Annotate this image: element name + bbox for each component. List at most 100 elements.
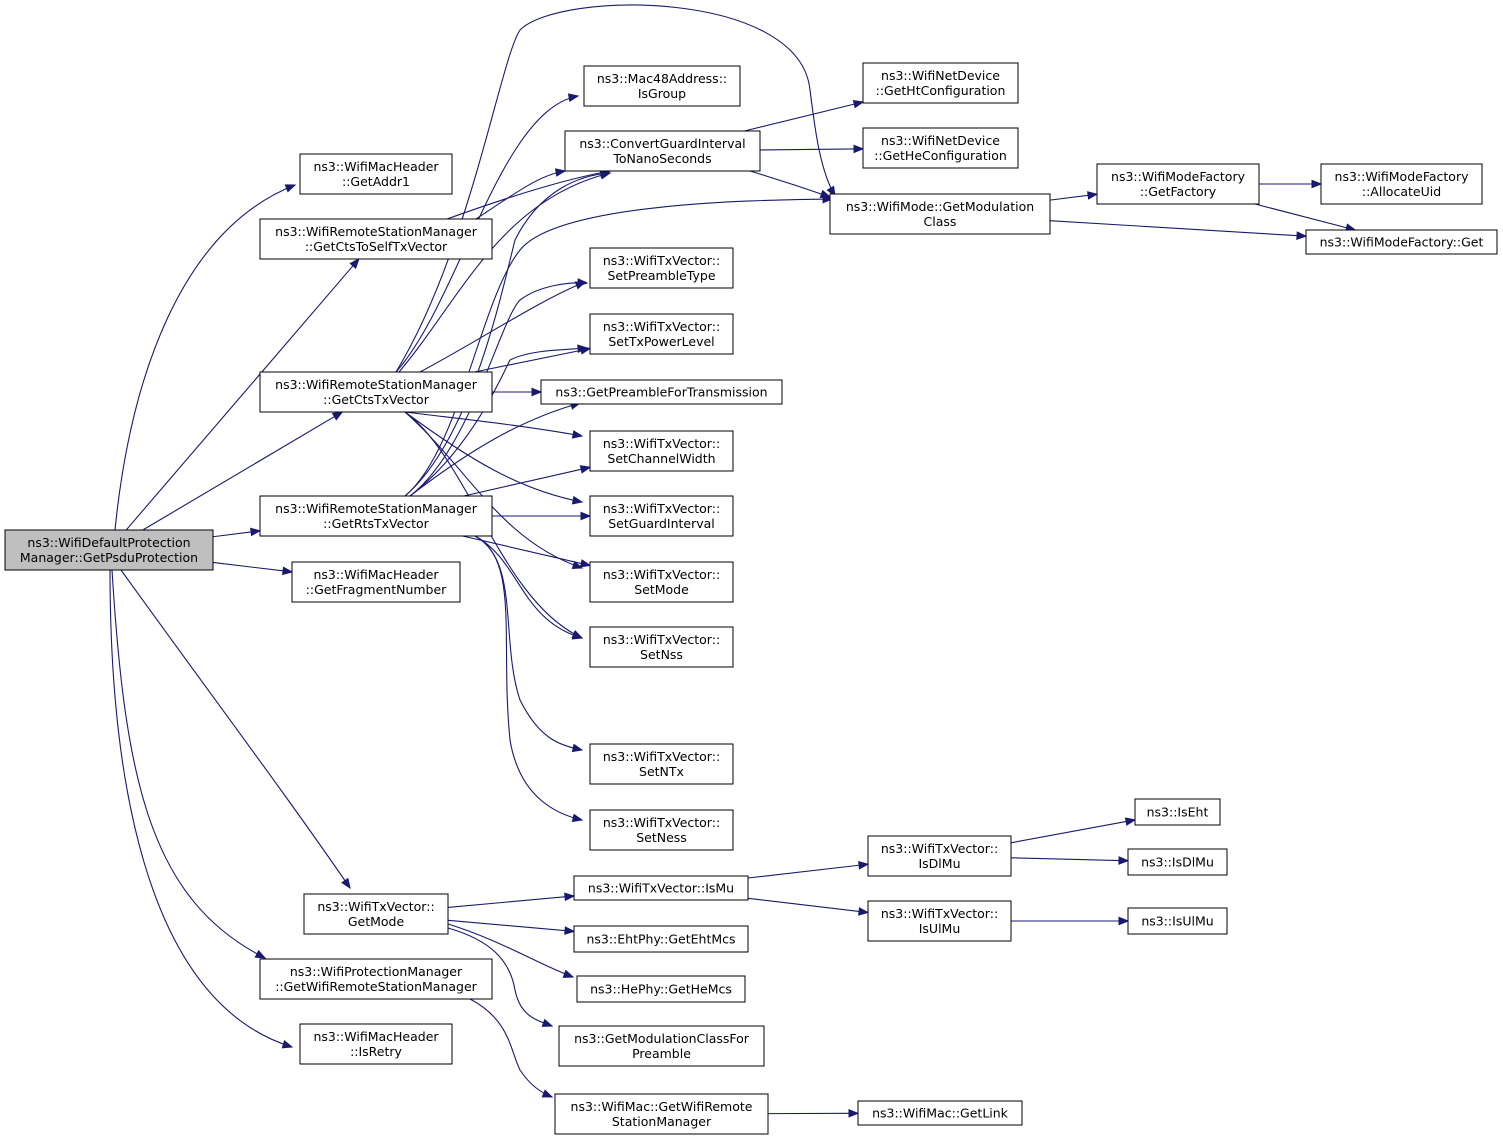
edge-arrowhead [577,344,589,354]
edge-arrowhead [1118,856,1130,865]
node-box [589,313,734,355]
node-isDlMu[interactable]: ns3::IsDlMu [1127,848,1228,876]
edge-isDlMuV-to-isEht [1010,817,1137,844]
node-facGet[interactable]: ns3::WifiModeFactory::Get [1305,229,1498,255]
node-ehtMcs[interactable]: ns3::EhtPhy::GetEhtMcs [573,925,749,953]
node-label-line: ns3::Mac48Address:: [597,71,727,86]
edge-ctsTx-to-isGroup [395,93,580,373]
edge-line [446,170,611,220]
edge-line [447,896,567,908]
node-fragNum[interactable]: ns3::WifiMacHeader::GetFragmentNumber [291,561,461,603]
node-macWrsm[interactable]: ns3::WifiMac::GetWifiRemoteStationManage… [554,1093,769,1135]
node-getLink[interactable]: ns3::WifiMac::GetLink [857,1100,1023,1126]
node-box [862,62,1019,104]
node-label-line: ns3::IsEht [1147,805,1209,820]
node-getWrsm[interactable]: ns3::WifiProtectionManager::GetWifiRemot… [259,958,493,1000]
node-txGetMode[interactable]: ns3::WifiTxVector::GetMode [303,893,449,935]
node-setGi[interactable]: ns3::WifiTxVector::SetGuardInterval [589,495,734,537]
node-getHe[interactable]: ns3::WifiNetDevice::GetHeConfiguration [862,127,1019,169]
edge-line [747,864,861,879]
edge-arrowhead [562,969,575,978]
edge-arrowhead [541,1018,554,1027]
node-box [299,153,453,195]
node-isMu[interactable]: ns3::WifiTxVector::IsMu [573,875,749,901]
edge-line [398,172,611,373]
node-label-line: StationManager [612,1114,712,1129]
node-label-line: ::GetFactory [1140,184,1217,199]
edge-line [114,184,296,531]
edge-line [474,535,583,821]
node-root[interactable]: ns3::WifiDefaultProtectionManager::GetPs… [4,529,214,571]
node-label-line: ns3::WifiDefaultProtection [27,535,190,550]
edge-root-to-getWrsm [111,569,267,959]
node-rtsTx[interactable]: ns3::WifiRemoteStationManager::GetRtsTxV… [259,495,493,537]
edge-rtsTx-to-setPow [409,344,589,497]
node-label-line: SetNTx [639,764,684,779]
node-isGroup[interactable]: ns3::Mac48Address::IsGroup [583,65,741,107]
node-getAddr1[interactable]: ns3::WifiMacHeader::GetAddr1 [299,153,453,195]
edge-root-to-txGetMode [120,569,351,890]
node-setNss[interactable]: ns3::WifiTxVector::SetNss [589,626,734,668]
edge-line [447,923,574,978]
node-modClass[interactable]: ns3::WifiMode::GetModulationClass [829,193,1051,235]
edge-line [474,535,583,639]
node-label-line: ns3::WifiTxVector::IsMu [588,881,734,896]
edge-line [404,411,583,437]
edge-arrowhead [579,465,592,474]
node-ctsSelf[interactable]: ns3::WifiRemoteStationManager::GetCtsToS… [259,218,493,260]
node-heMcs[interactable]: ns3::HePhy::GetHeMcs [576,975,746,1003]
edge-line [212,531,253,538]
node-label-line: ns3::WifiMac::GetLink [872,1106,1009,1121]
node-ctsTx[interactable]: ns3::WifiRemoteStationManager::GetCtsTxV… [259,371,493,413]
node-box [589,430,734,472]
edge-arrowhead [541,1089,554,1098]
node-box [589,743,734,785]
edge-arrowhead [852,99,865,109]
node-setPow[interactable]: ns3::WifiTxVector::SetTxPowerLevel [589,313,734,355]
function-nodes: ns3::WifiDefaultProtectionManager::GetPs… [4,62,1498,1135]
node-isRetry[interactable]: ns3::WifiMacHeader::IsRetry [299,1023,453,1065]
edge-ctsTx-to-setMode [404,411,584,570]
node-getHt[interactable]: ns3::WifiNetDevice::GetHtConfiguration [862,62,1019,104]
edge-line [120,569,351,889]
node-label-line: ns3::IsDlMu [1141,855,1214,870]
node-isEht[interactable]: ns3::IsEht [1134,798,1221,826]
node-isDlMuV[interactable]: ns3::WifiTxVector::IsDlMu [867,835,1012,877]
node-box [4,529,214,571]
edge-arrowhead [858,907,870,916]
node-label-line: SetNss [640,647,683,662]
node-isUlMu[interactable]: ns3::IsUlMu [1127,907,1228,935]
edge-line [395,4,836,373]
node-label-line: ns3::WifiMacHeader [313,567,439,582]
node-box [576,975,746,1003]
node-isUlMuV[interactable]: ns3::WifiTxVector::IsUlMu [867,900,1012,942]
edge-arrowhead [254,949,267,959]
edge-arrowhead [579,559,592,568]
node-label-line: Class [924,214,957,229]
edge-getFac-to-alloc [1259,179,1323,189]
node-getFac[interactable]: ns3::WifiModeFactory::GetFactory [1096,163,1260,205]
call-edges [109,4,1357,1118]
node-setNess[interactable]: ns3::WifiTxVector::SetNess [589,809,734,851]
node-setPre[interactable]: ns3::WifiTxVector::SetPreambleType [589,247,734,289]
node-setMode[interactable]: ns3::WifiTxVector::SetMode [589,561,734,603]
node-box [558,1025,765,1067]
node-label-line: ns3::IsUlMu [1141,914,1213,929]
node-label-line: ns3::WifiProtectionManager [290,964,463,979]
edge-txGetMode-to-heMcs [447,923,575,978]
node-box [867,900,1012,942]
node-label-line: IsGroup [638,86,686,101]
node-setNtx[interactable]: ns3::WifiTxVector::SetNTx [589,743,734,785]
edge-line [747,897,861,913]
node-box [1134,798,1221,826]
edge-line [462,535,583,565]
node-alloc[interactable]: ns3::WifiModeFactory::AllocateUid [1320,163,1483,205]
edge-convGI-to-modClass [749,170,832,198]
node-setCw[interactable]: ns3::WifiTxVector::SetChannelWidth [589,430,734,472]
node-label-line: ::GetRtsTxVector [323,516,430,531]
node-label-line: ToNanoSeconds [612,151,711,166]
node-getPre[interactable]: ns3::GetPreambleForTransmission [540,379,783,405]
node-box [867,835,1012,877]
